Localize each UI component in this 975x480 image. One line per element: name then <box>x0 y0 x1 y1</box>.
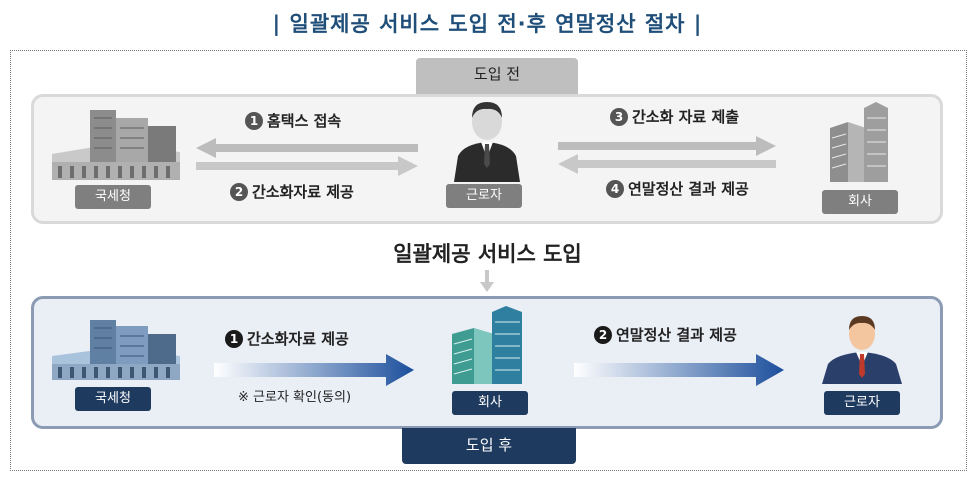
step-label: 간소화자료 제공 <box>252 183 354 201</box>
before-company-label: 회사 <box>822 190 898 214</box>
step-number-icon: 4 <box>606 180 624 198</box>
before-nts-label: 국세청 <box>75 185 151 209</box>
transition-label: 일괄제공 서비스 도입 <box>393 242 582 266</box>
after-nts-label: 국세청 <box>75 387 151 411</box>
after-worker-label: 근로자 <box>824 391 900 415</box>
step-number-icon: 1 <box>245 112 263 130</box>
down-arrow-icon <box>480 270 494 292</box>
step-label: 간소화 자료 제출 <box>632 108 740 126</box>
diagram-title: | 일괄제공 서비스 도입 전·후 연말정산 절차 | <box>272 12 703 36</box>
step-number-icon: 2 <box>230 183 248 201</box>
step-number-icon: 2 <box>594 326 612 344</box>
before-worker-label: 근로자 <box>446 184 522 208</box>
after-company-label: 회사 <box>452 391 528 415</box>
company-building-icon <box>830 102 888 182</box>
worker-person-icon <box>822 316 902 384</box>
step-label: 간소화자료 제공 <box>247 330 349 348</box>
step-label: 홈택스 접속 <box>267 112 342 130</box>
nts-building-icon <box>52 320 180 380</box>
company-building-icon <box>452 306 522 384</box>
consent-note: ※ 근로자 확인(동의) <box>238 390 352 405</box>
nts-building-icon <box>52 110 180 180</box>
before-tab: 도입 전 <box>416 58 578 94</box>
worker-person-icon <box>454 102 520 182</box>
step-label: 연말정산 결과 제공 <box>628 180 749 198</box>
outer-frame <box>10 50 967 471</box>
after-arrow-nts-company <box>214 354 414 386</box>
after-arrow-company-worker <box>574 354 784 386</box>
after-tab: 도입 후 <box>402 428 576 464</box>
before-arrows-nts-worker <box>196 138 418 176</box>
before-arrows-worker-company <box>558 136 776 174</box>
step-number-icon: 3 <box>610 108 628 126</box>
step-label: 연말정산 결과 제공 <box>616 326 737 344</box>
step-number-icon: 1 <box>225 330 243 348</box>
